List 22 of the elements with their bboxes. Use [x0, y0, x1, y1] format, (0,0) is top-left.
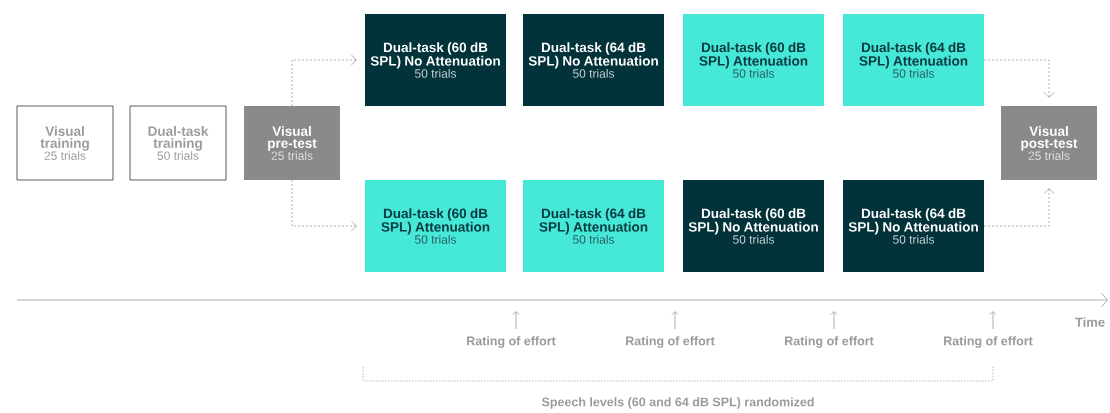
- step-box: Dual-task training 50 trials: [129, 105, 227, 181]
- condition-box: Dual-task (64 dB SPL) Attenuation 50 trials: [843, 14, 984, 106]
- bracket-label: Speech levels (60 and 64 dB SPL) randomized: [541, 397, 814, 409]
- step-box: Visual training 25 trials: [16, 105, 114, 181]
- arrow: [983, 188, 1055, 227]
- rating-label: Rating of effort: [785, 336, 874, 348]
- arrow: [291, 54, 357, 107]
- arrow: [291, 179, 357, 232]
- axis-label: Time: [1075, 317, 1105, 327]
- condition-box: Dual-task (60 dB SPL) Attenuation 50 trials: [683, 14, 824, 106]
- condition-box: Dual-task (64 dB SPL) Attenuation 50 trials: [523, 180, 664, 272]
- condition-box: Dual-task (60 dB SPL) Attenuation 50 trials: [365, 180, 506, 272]
- test-box: Visual post-test 25 trials: [1001, 106, 1097, 180]
- rating-label: Rating of effort: [626, 336, 715, 348]
- rating-label: Rating of effort: [467, 336, 556, 348]
- arrow: [983, 59, 1055, 98]
- condition-box: Dual-task (60 dB SPL) No Attenuation 50 trials: [365, 14, 506, 106]
- condition-box: Dual-task (64 dB SPL) No Attenuation 50 trials: [523, 14, 664, 106]
- condition-box: Dual-task (64 dB SPL) No Attenuation 50 trials: [843, 180, 984, 272]
- test-box: Visual pre-test 25 trials: [244, 106, 340, 180]
- condition-box: Dual-task (60 dB SPL) No Attenuation 50 trials: [683, 180, 824, 272]
- rating-label: Rating of effort: [944, 336, 1033, 348]
